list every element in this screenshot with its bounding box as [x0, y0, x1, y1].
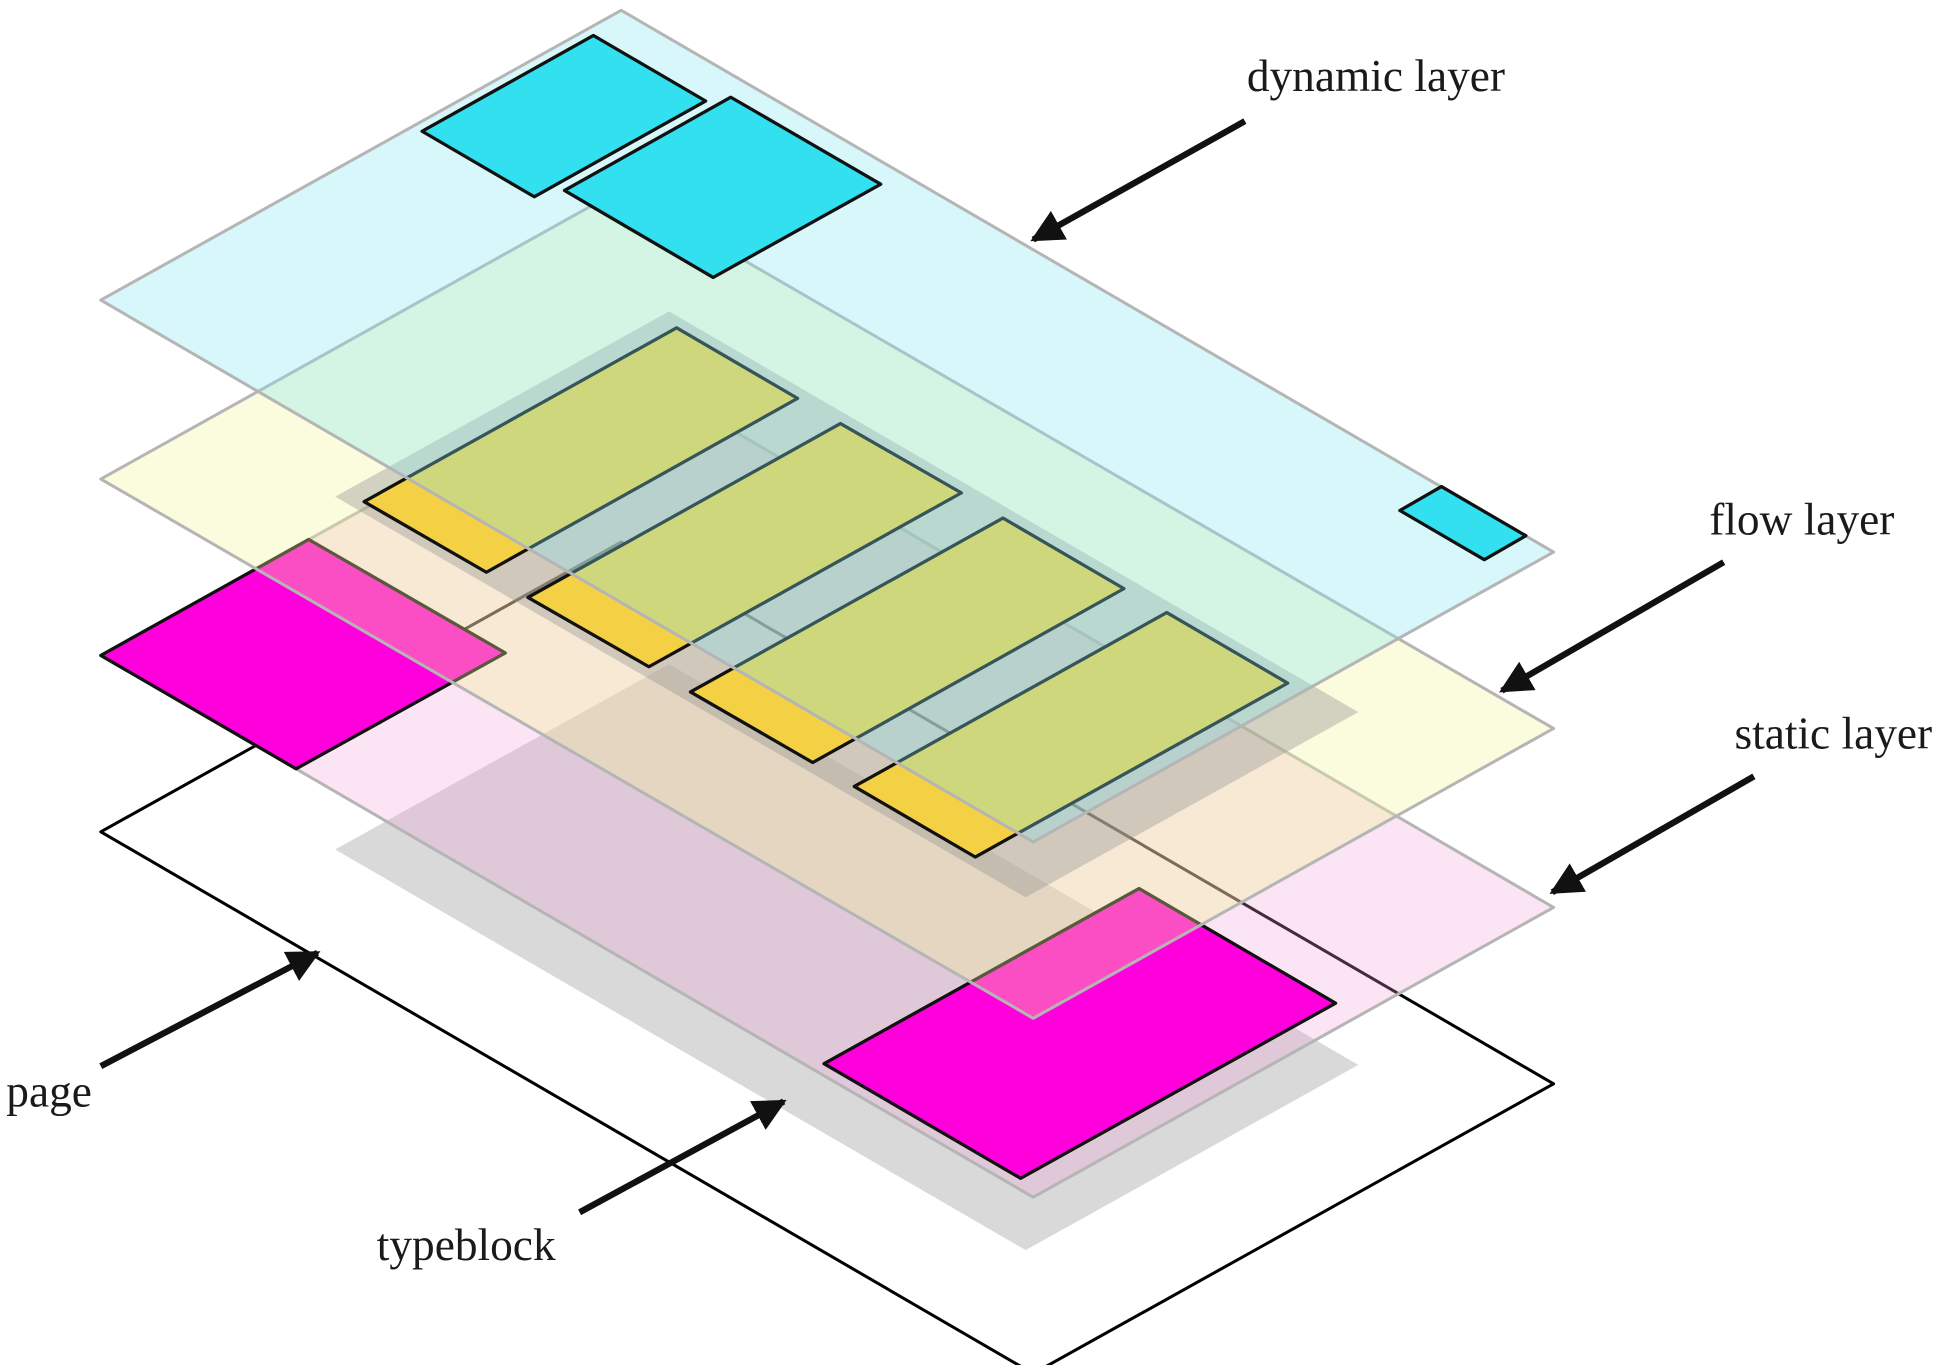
flow-layer-plane — [99, 187, 1556, 1020]
text-line-stripe — [526, 421, 964, 669]
text-line-stripe — [362, 326, 800, 574]
dynamic-block-header — [562, 95, 883, 280]
dynamic-layer-arrow — [1030, 118, 1247, 243]
static-layer-label: static layer — [1734, 709, 1932, 759]
typeblock-arrow — [578, 1098, 787, 1216]
text-line-stripe — [688, 516, 1126, 765]
dynamic-layer-label: dynamic layer — [1247, 51, 1505, 101]
static-header-block — [99, 537, 507, 771]
typeblock-label: typeblock — [377, 1220, 556, 1270]
flow-layer-label: flow layer — [1709, 494, 1894, 544]
text-line-stripe — [852, 610, 1290, 859]
dynamic-block-page-number — [1398, 484, 1528, 562]
static-layer-arrow — [1549, 773, 1756, 896]
flow-layer-arrow — [1499, 559, 1726, 694]
dynamic-block-top-left — [420, 33, 708, 199]
page-arrow — [99, 949, 321, 1069]
static-footer-block — [822, 886, 1338, 1180]
dynamic-layer-plane — [99, 8, 1556, 844]
page-label: page — [6, 1066, 92, 1116]
